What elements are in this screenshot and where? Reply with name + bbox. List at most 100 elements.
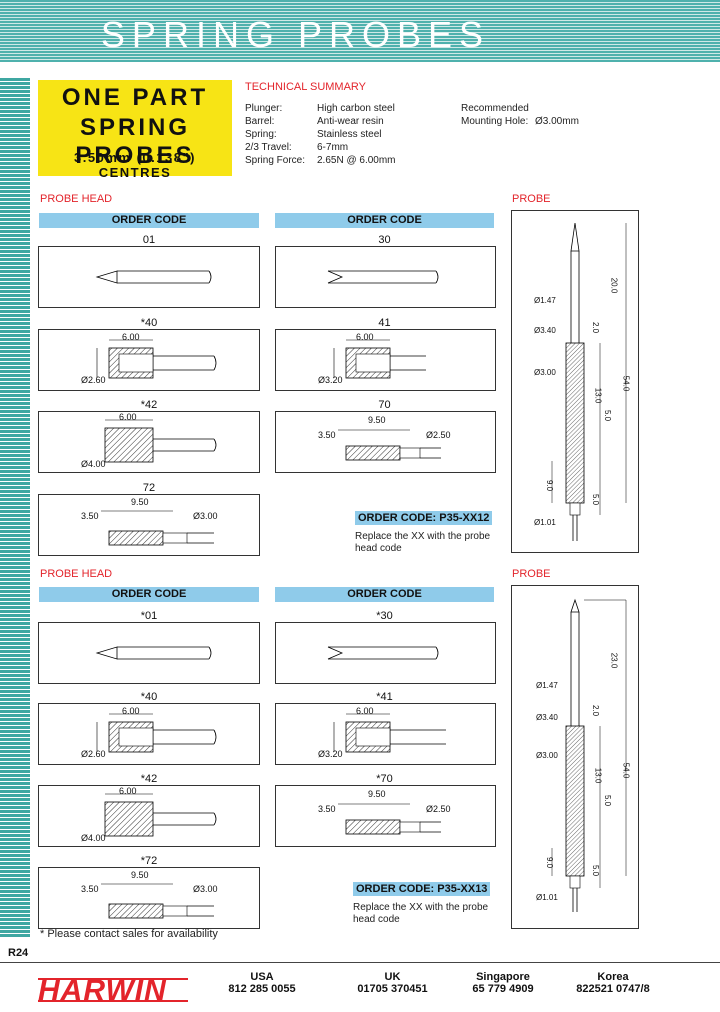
probe-head-drawing: 6.00 Ø4.00 bbox=[38, 411, 260, 473]
probe-diagram-icon bbox=[551, 222, 627, 541]
serrated-head-icon bbox=[101, 883, 214, 919]
dim-offset: 3.50 bbox=[81, 511, 99, 521]
spec-value: 6-7mm bbox=[317, 142, 349, 153]
contact-country: Korea bbox=[597, 971, 629, 983]
dim-length: 6.00 bbox=[119, 412, 137, 422]
cup-head-icon bbox=[333, 713, 446, 753]
spec-label: Barrel: bbox=[245, 116, 275, 127]
code-label: 41 bbox=[378, 317, 391, 329]
dim-length: 6.00 bbox=[356, 706, 374, 716]
dim-label: Ø1.47 bbox=[536, 681, 558, 690]
dim-diameter: Ø2.50 bbox=[426, 804, 451, 814]
spec-label: Spring Force: bbox=[245, 155, 306, 166]
code-label: *30 bbox=[376, 610, 393, 622]
order-code-note: Replace the XX with the probe head code bbox=[355, 531, 491, 554]
dim-offset: 3.50 bbox=[81, 884, 99, 894]
probe-head-drawing bbox=[275, 622, 496, 684]
contact-phone: 822521 0747/8 bbox=[576, 983, 650, 995]
crown-head-icon bbox=[104, 419, 217, 463]
spec-value: 2.65N @ 6.00mm bbox=[317, 155, 396, 166]
page-title: SPRING PROBES bbox=[100, 14, 490, 55]
probe-head-drawing: 9.50 3.50 Ø2.50 bbox=[275, 411, 496, 473]
dim-diameter: Ø4.00 bbox=[81, 833, 106, 843]
serrated-head-icon bbox=[338, 803, 441, 835]
dim-label: 9.0 bbox=[545, 479, 555, 492]
dim-label: 54.0 bbox=[621, 762, 631, 779]
dim-diameter: Ø4.00 bbox=[81, 459, 106, 469]
conical-tip-icon bbox=[95, 646, 212, 660]
order-code-header: ORDER CODE bbox=[39, 213, 259, 228]
probe-head-label: PROBE HEAD bbox=[40, 193, 113, 205]
order-code-note: Replace the XX with the probe head code bbox=[353, 902, 489, 925]
contact-phone: 65 779 4909 bbox=[472, 983, 534, 995]
contact-singapore: Singapore 65 779 4909 bbox=[458, 971, 548, 995]
dim-label: Ø3.00 bbox=[536, 751, 558, 760]
page-number: R24 bbox=[8, 947, 29, 959]
code-label: *72 bbox=[140, 855, 158, 867]
order-code-header: ORDER CODE bbox=[275, 587, 494, 602]
code-label: 70 bbox=[378, 399, 391, 411]
probe-head-drawing: 6.00 Ø2.60 bbox=[38, 329, 260, 391]
dim-label: 5.0 bbox=[603, 794, 613, 807]
dim-length: 9.50 bbox=[368, 789, 386, 799]
order-code-header: ORDER CODE bbox=[39, 587, 259, 602]
spec-labels: Plunger: Barrel: Spring: 2/3 Travel: Spr… bbox=[245, 102, 315, 167]
product-centres: 3.50mm (0.138") CENTRES bbox=[74, 150, 196, 180]
logo-stripe bbox=[38, 1000, 188, 1002]
code-label: *40 bbox=[140, 317, 158, 329]
dim-label: 20.0 bbox=[609, 277, 619, 294]
probe-drawing: Ø1.47 Ø3.40 Ø3.00 Ø1.01 20.0 2.0 13.0 54… bbox=[511, 210, 639, 553]
probe-head-drawing: 9.50 3.50 Ø3.00 bbox=[38, 494, 260, 556]
dim-diameter: Ø3.20 bbox=[318, 375, 343, 385]
contact-country: Singapore bbox=[476, 971, 530, 983]
spec-value: Stainless steel bbox=[317, 129, 382, 140]
dim-label: 5.0 bbox=[603, 409, 613, 422]
availability-footnote: * Please contact sales for availability bbox=[40, 928, 218, 940]
dim-label: Ø1.01 bbox=[534, 518, 556, 527]
dim-label: 23.0 bbox=[609, 652, 619, 669]
dim-length: 6.00 bbox=[119, 786, 137, 796]
dim-diameter: Ø2.60 bbox=[81, 375, 106, 385]
code-label: *40 bbox=[140, 691, 158, 703]
dim-diameter: Ø3.00 bbox=[193, 884, 218, 894]
probe-head-drawing: 6.00 Ø2.60 bbox=[38, 703, 260, 765]
dim-label: 2.0 bbox=[591, 321, 601, 334]
probe-head-label: PROBE HEAD bbox=[40, 568, 113, 580]
spec-value: High carbon steel bbox=[317, 103, 395, 114]
mounting-value: Ø3.00mm bbox=[535, 116, 579, 127]
dim-label: Ø1.01 bbox=[536, 893, 558, 902]
dim-length: 6.00 bbox=[356, 332, 374, 342]
left-side-strip bbox=[0, 78, 30, 938]
probe-drawing: Ø1.47 Ø3.40 Ø3.00 Ø1.01 23.0 2.0 13.0 54… bbox=[511, 585, 639, 929]
spec-label: Plunger: bbox=[245, 103, 283, 114]
dim-diameter: Ø2.60 bbox=[81, 749, 106, 759]
code-label: *42 bbox=[140, 773, 158, 785]
dim-diameter: Ø3.00 bbox=[193, 511, 218, 521]
dim-label: 13.0 bbox=[593, 387, 603, 404]
probe-diagram-icon bbox=[551, 598, 627, 912]
spec-value: Anti-wear resin bbox=[317, 116, 384, 127]
probe-head-drawing: 6.00 Ø3.20 bbox=[275, 703, 496, 765]
contact-country: UK bbox=[384, 971, 401, 983]
dim-diameter: Ø2.50 bbox=[426, 430, 451, 440]
dim-label: Ø3.40 bbox=[534, 326, 556, 335]
conical-tip-icon bbox=[95, 270, 212, 284]
dim-label: 5.0 bbox=[591, 493, 601, 506]
dim-offset: 3.50 bbox=[318, 430, 336, 440]
code-label: *70 bbox=[376, 773, 393, 785]
product-title-box bbox=[38, 80, 232, 176]
cup-head-icon bbox=[96, 713, 217, 753]
mounting-recommended: Recommended bbox=[461, 103, 529, 114]
probe-head-drawing: 6.00 Ø3.20 bbox=[275, 329, 496, 391]
cup-head-icon bbox=[96, 339, 217, 379]
dim-label: 13.0 bbox=[593, 767, 603, 784]
code-label: 72 bbox=[142, 482, 156, 494]
dim-length: 9.50 bbox=[131, 497, 149, 507]
dim-length: 6.00 bbox=[122, 332, 140, 342]
dim-length: 9.50 bbox=[368, 415, 386, 425]
probe-label: PROBE bbox=[512, 568, 551, 580]
spec-label: Spring: bbox=[245, 129, 277, 140]
code-label: 30 bbox=[378, 234, 391, 246]
probe-head-drawing: 6.00 Ø4.00 bbox=[38, 785, 260, 847]
probe-head-drawing bbox=[38, 246, 260, 308]
